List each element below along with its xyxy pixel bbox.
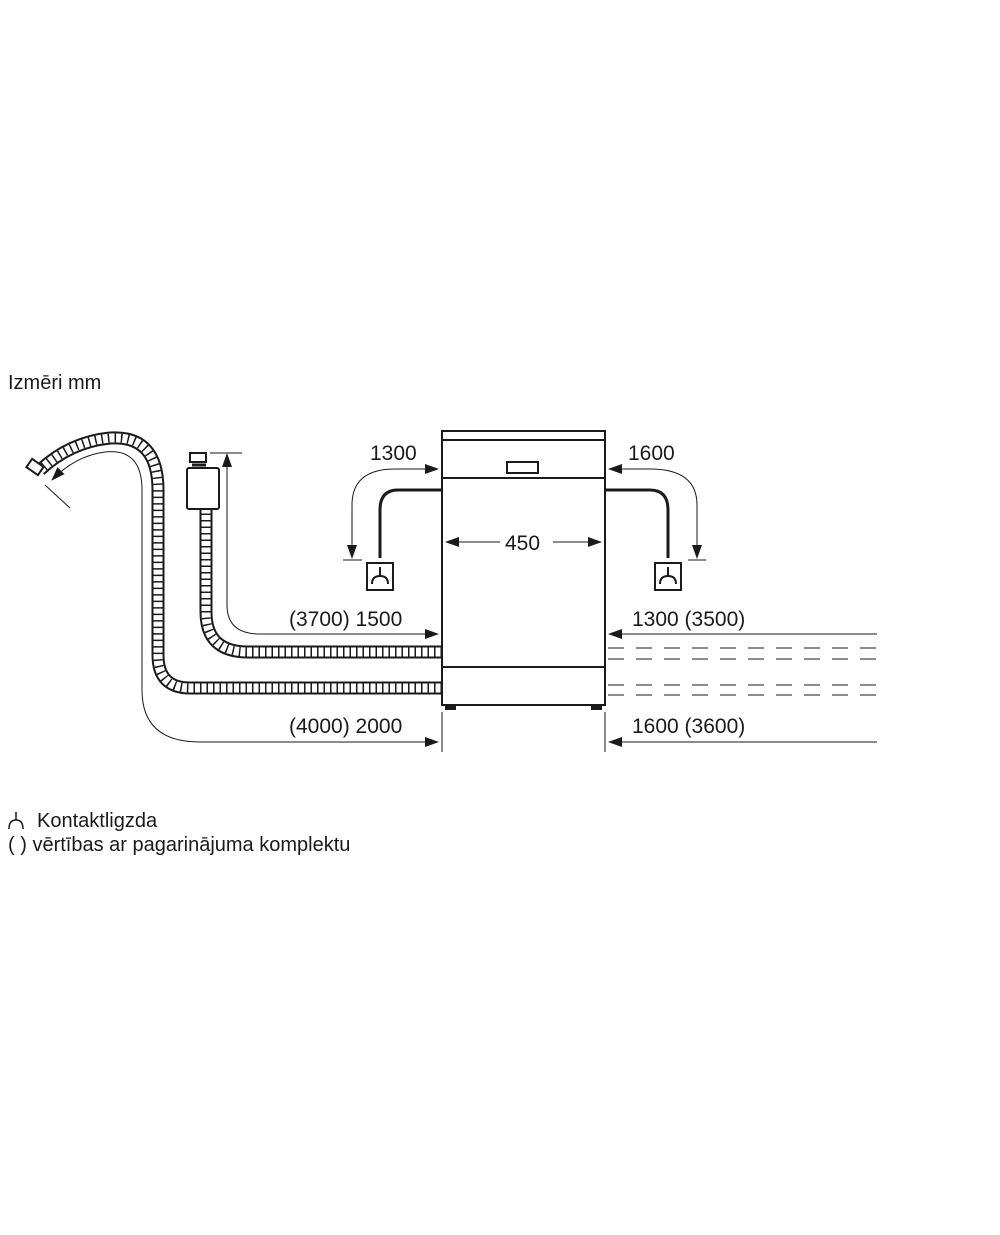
drain-hose-connector bbox=[25, 457, 45, 477]
control-display bbox=[506, 461, 539, 474]
dim-line-power-left bbox=[347, 468, 396, 559]
dim-drain-left: (4000) 2000 bbox=[289, 715, 402, 738]
socket-icon-right bbox=[654, 562, 682, 591]
legend-socket-icon bbox=[8, 812, 24, 830]
aquastop-box bbox=[186, 467, 220, 510]
inlet-hose bbox=[186, 452, 442, 659]
dim-power-left: 1300 bbox=[370, 442, 417, 465]
dim-width: 450 bbox=[505, 532, 540, 555]
dim-drain-right: 1600 (3600) bbox=[632, 715, 745, 738]
dim-line-inlet-left bbox=[222, 453, 261, 635]
legend-parentheses-symbol: ( ) bbox=[8, 834, 27, 856]
dim-line-drain-left bbox=[51, 451, 201, 743]
legend-parentheses-label: vērtības ar pagarinājuma komplektu bbox=[32, 834, 351, 856]
foot-right bbox=[591, 704, 602, 710]
legend-socket-label: Kontaktligzda bbox=[37, 810, 158, 832]
dim-power-right: 1600 bbox=[628, 442, 675, 465]
hose-extension-dashes bbox=[608, 647, 877, 696]
drain-hose bbox=[25, 431, 442, 695]
foot-left bbox=[445, 704, 456, 710]
dim-inlet-left: (3700) 1500 bbox=[289, 608, 402, 631]
dishwasher-front bbox=[441, 430, 606, 710]
power-cord-left bbox=[378, 488, 442, 558]
inlet-connector bbox=[189, 452, 207, 463]
dim-inlet-right: 1300 (3500) bbox=[632, 608, 745, 631]
power-cord-right bbox=[605, 488, 670, 558]
dim-line-power-right bbox=[649, 468, 702, 559]
socket-icon-left bbox=[366, 562, 394, 591]
units-title: Izmēri mm bbox=[8, 372, 102, 394]
legend-parentheses-row: ( ) vērtības ar pagarinājuma komplektu bbox=[8, 834, 350, 857]
